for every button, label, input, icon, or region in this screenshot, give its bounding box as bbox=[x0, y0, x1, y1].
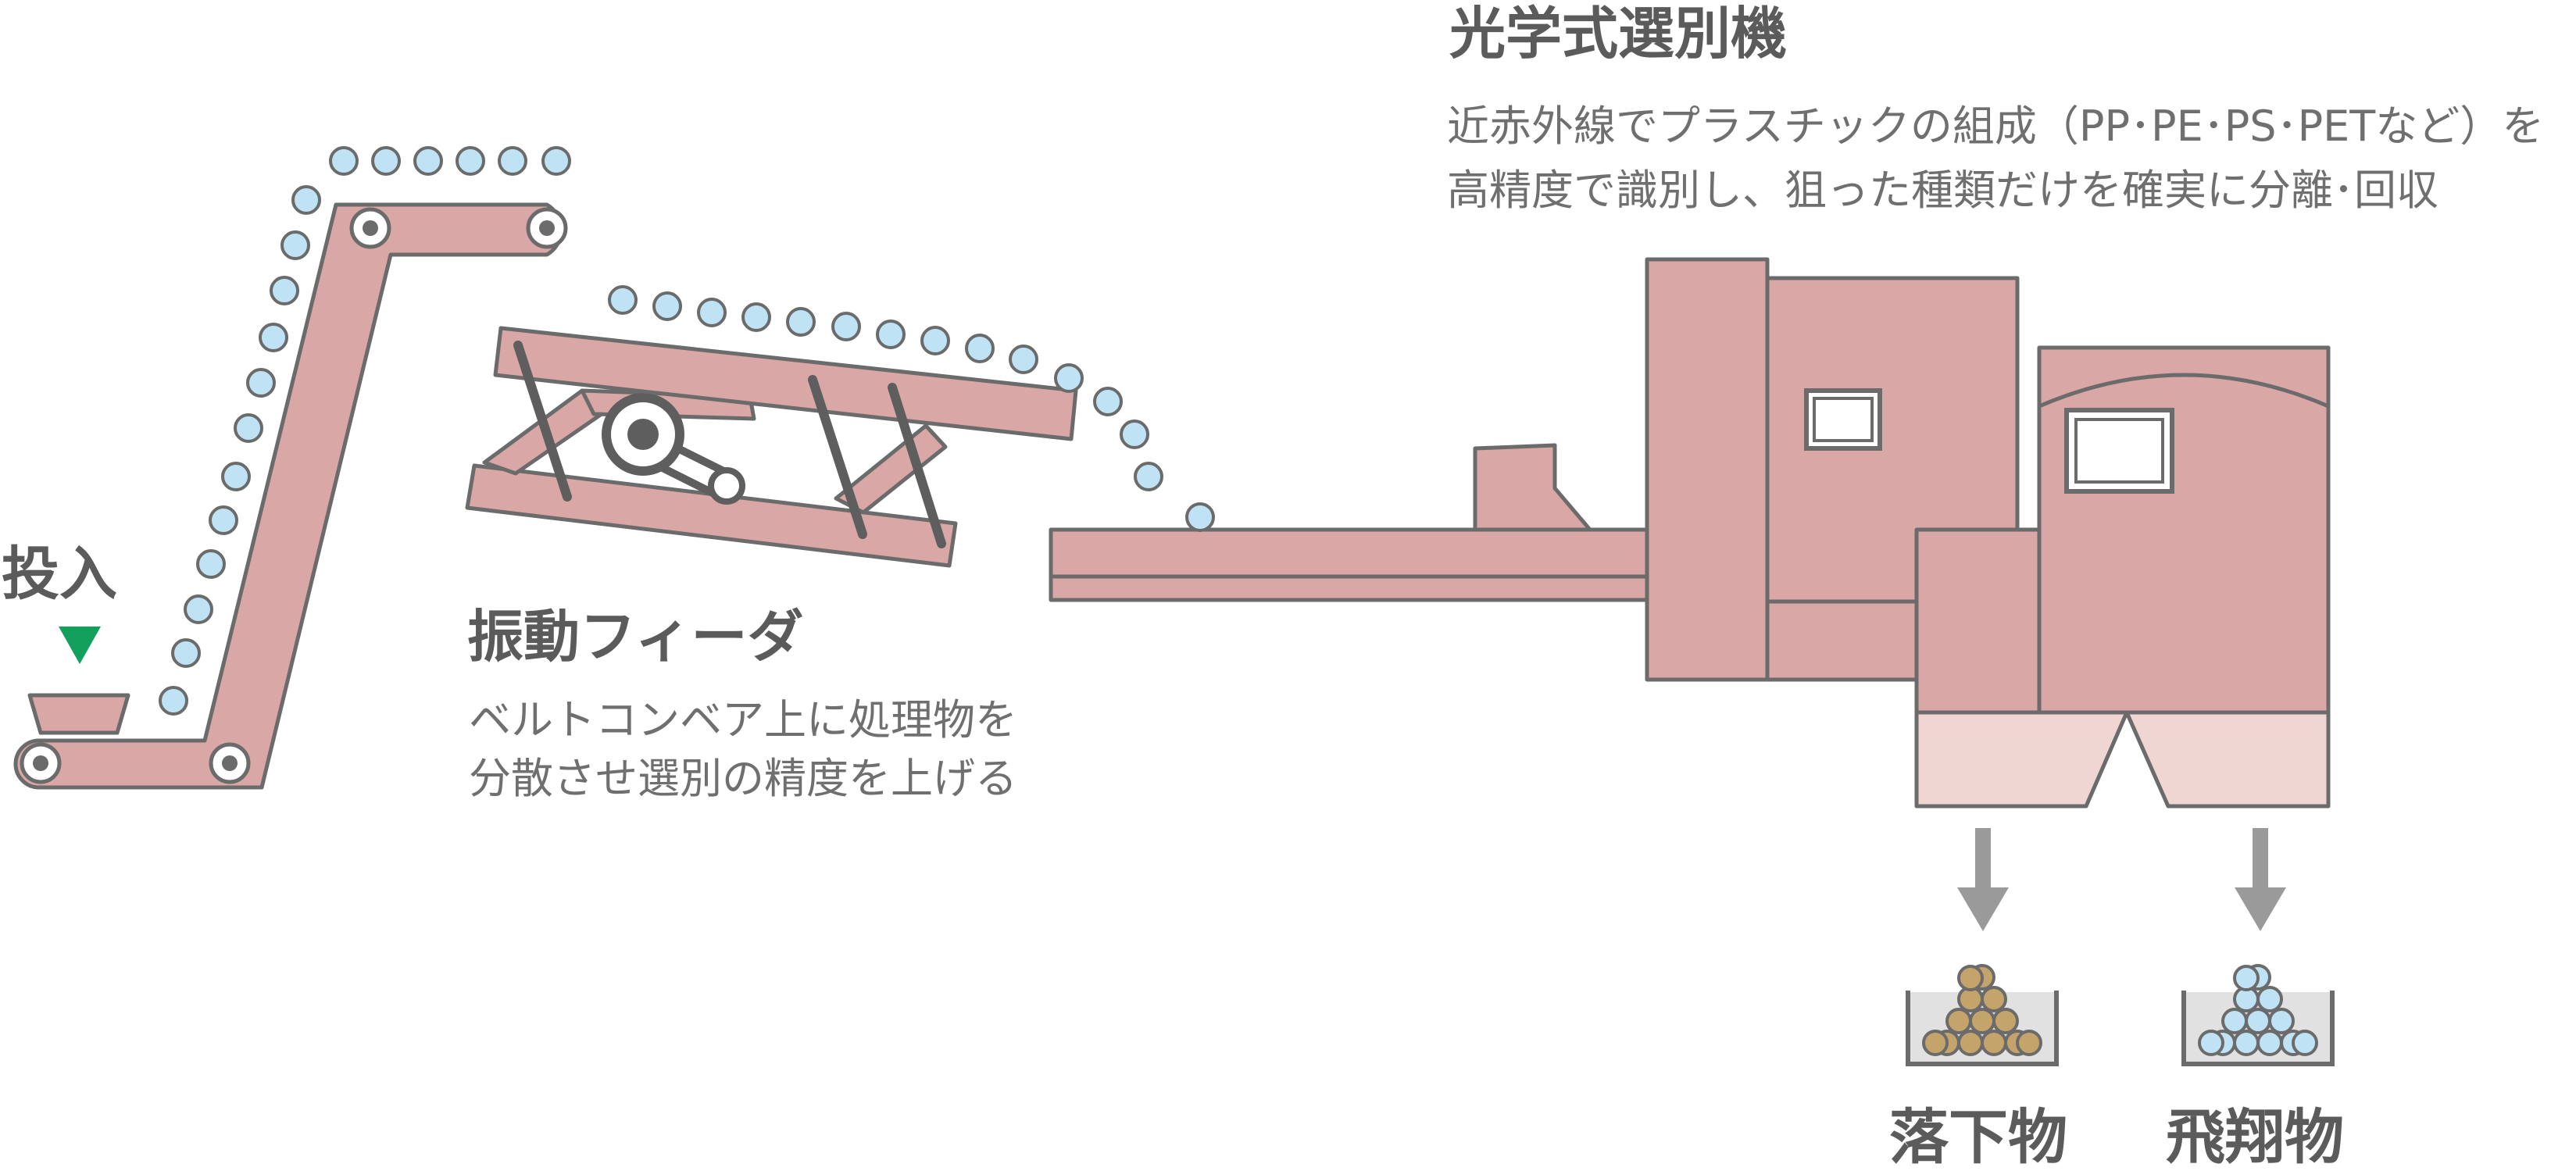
particle bbox=[1981, 986, 2007, 1012]
feeder-spring-right bbox=[888, 383, 946, 548]
sorter-chute-right bbox=[2124, 710, 2331, 809]
sorter-desc-line1: 近赤外線でプラスチックの組成（PP･PE･PS･PETなど）を bbox=[1447, 102, 2544, 151]
particle bbox=[965, 334, 995, 363]
particle bbox=[1120, 419, 1149, 449]
particle bbox=[831, 312, 861, 341]
particle bbox=[234, 413, 263, 443]
particle bbox=[2016, 1030, 2042, 1056]
particle bbox=[246, 368, 276, 398]
feeder-small-wheel bbox=[708, 467, 745, 505]
output-tray-left bbox=[1906, 964, 2059, 1066]
particle bbox=[786, 307, 816, 337]
particle bbox=[2245, 1008, 2271, 1034]
sorter-desc-line2: 高精度で識別し、狙った種類だけを確実に分離･回収 bbox=[1447, 166, 2438, 215]
sorter-right-body bbox=[2037, 345, 2331, 715]
sorter-chute-left bbox=[1914, 710, 2129, 809]
particle bbox=[2256, 986, 2283, 1012]
particle bbox=[2233, 965, 2260, 991]
falling-material-pile bbox=[1922, 964, 2042, 1056]
feeder-spring-middle bbox=[808, 375, 867, 539]
sorter-conveyor bbox=[1049, 527, 1663, 602]
particle bbox=[2221, 1008, 2248, 1034]
input-conveyor bbox=[13, 202, 568, 790]
particle bbox=[270, 276, 299, 305]
output-right-label: 飛翔物 bbox=[2166, 1102, 2344, 1171]
vibrating-feeder bbox=[465, 326, 1078, 568]
particle bbox=[209, 505, 238, 535]
particle bbox=[221, 462, 251, 491]
particle bbox=[1093, 387, 1123, 416]
flying-material-pile bbox=[2198, 964, 2318, 1056]
particle bbox=[280, 230, 310, 260]
particle bbox=[652, 291, 682, 321]
particle bbox=[291, 185, 321, 215]
conveyor-roller-bottom-right bbox=[209, 742, 251, 784]
sorter-window-right bbox=[2064, 408, 2174, 494]
feeder-upper-tray bbox=[493, 326, 1078, 441]
particle bbox=[920, 326, 950, 355]
output-arrow-left-icon bbox=[1957, 828, 2009, 931]
output-arrow-right-icon bbox=[2235, 828, 2286, 931]
feeder-spring-left bbox=[513, 341, 572, 502]
particle bbox=[1054, 363, 1084, 393]
sorter-window-left bbox=[1804, 388, 1882, 451]
particle bbox=[171, 638, 201, 668]
particle bbox=[329, 146, 359, 176]
particle bbox=[1922, 1030, 1949, 1056]
feeder-desc-line1: ベルトコンベア上に処理物を bbox=[469, 695, 1017, 744]
particle bbox=[2198, 1030, 2224, 1056]
particle bbox=[876, 320, 906, 349]
particle bbox=[1185, 502, 1215, 532]
particle bbox=[1969, 1008, 1995, 1034]
conveyor-roller-bottom-left bbox=[20, 742, 62, 784]
particle bbox=[608, 285, 638, 315]
particle bbox=[697, 298, 727, 327]
particle bbox=[1957, 1030, 1984, 1056]
conveyor-roller-top-right bbox=[526, 207, 568, 249]
sorter-title: 光学式選別機 bbox=[1449, 1, 1787, 66]
particle bbox=[498, 146, 527, 176]
particle bbox=[1981, 1030, 2007, 1056]
feeder-title: 振動フィーダ bbox=[467, 604, 804, 669]
particle bbox=[159, 686, 188, 716]
particle bbox=[2233, 1030, 2260, 1056]
particle bbox=[1992, 1008, 2019, 1034]
particle bbox=[541, 146, 571, 176]
particle bbox=[1134, 462, 1163, 491]
conveyor-roller-top-left bbox=[349, 207, 391, 249]
feeder-lower-tray bbox=[465, 463, 958, 568]
sorter-camera-housing bbox=[1473, 443, 1592, 532]
particle-flow bbox=[159, 146, 1215, 716]
input-hopper bbox=[27, 693, 130, 735]
particle bbox=[1009, 345, 1038, 374]
particle bbox=[741, 302, 771, 332]
particle bbox=[371, 146, 401, 176]
feeder-drive-wheel bbox=[602, 393, 684, 476]
particle bbox=[1945, 1008, 1972, 1034]
particle bbox=[2268, 1008, 2295, 1034]
feeder-desc-line2: 分散させ選別の精度を上げる bbox=[469, 754, 1017, 803]
output-tray-right bbox=[2181, 964, 2335, 1066]
particle bbox=[196, 549, 226, 579]
sorter-back-panel bbox=[1645, 257, 1770, 682]
output-left-label: 落下物 bbox=[1889, 1102, 2067, 1171]
particle bbox=[2256, 1030, 2283, 1056]
particle bbox=[413, 146, 443, 176]
particle bbox=[456, 146, 485, 176]
particle bbox=[184, 594, 213, 624]
particle bbox=[1957, 965, 1984, 991]
particle bbox=[259, 323, 288, 352]
input-label: 投入 bbox=[2, 541, 117, 608]
optical-sorter bbox=[1049, 257, 2331, 809]
input-arrow-icon bbox=[59, 627, 101, 664]
particle bbox=[2292, 1030, 2318, 1056]
